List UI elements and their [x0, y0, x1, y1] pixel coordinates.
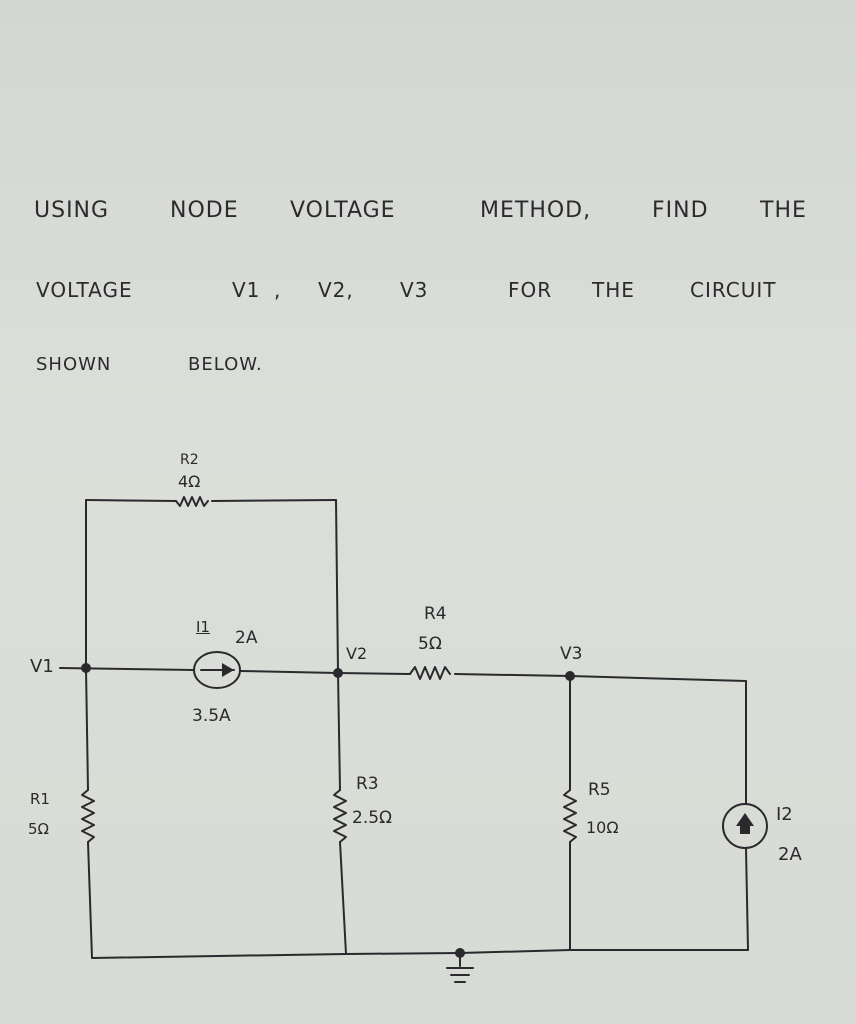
question-word: FIND [652, 198, 709, 223]
question-word: V1 [232, 278, 261, 302]
wire-v1-i1 [59, 667, 195, 671]
wire-top-left [85, 499, 177, 502]
wire-left-lower [85, 667, 89, 791]
resistor-r2-zigzag [175, 496, 209, 507]
node-v3-label: V3 [560, 644, 583, 664]
r1-name-label: R1 [30, 790, 50, 808]
wire-i1-v2 [239, 670, 339, 674]
wire-bottom [91, 949, 749, 959]
i1-arrow-head [222, 663, 234, 677]
question-word: NODE [170, 198, 239, 223]
i2-arrow [736, 813, 754, 834]
node-dot-v3 [565, 671, 575, 681]
resistor-r3-zigzag [333, 789, 347, 843]
wire-r3-bottom [339, 841, 347, 955]
question-word: , [274, 278, 282, 302]
node-dot-v1 [81, 663, 91, 673]
wire-v2-r3 [337, 672, 341, 791]
question-word: BELOW. [188, 354, 263, 375]
node-v1-label: V1 [30, 656, 54, 677]
question-word: USING [34, 198, 110, 223]
r3-value-label: 2.5Ω [352, 808, 393, 828]
wire-r2-down [335, 499, 339, 673]
question-line-2: VOLTAGE V1 , V2, V3 FOR THE CIRCUIT [0, 278, 856, 318]
i1-extra-label: 3.5A [192, 706, 231, 726]
wire-right-lower [745, 847, 749, 951]
question-line-3: SHOWN BELOW. [0, 354, 856, 394]
current-source-i2 [722, 803, 768, 849]
question-word: VOLTAGE [36, 278, 133, 302]
resistor-r5-zigzag [563, 789, 577, 843]
wire-v3-right [569, 675, 747, 682]
question-word: METHOD, [480, 198, 592, 223]
r3-name-label: R3 [356, 774, 379, 794]
wire-top-right [211, 499, 337, 502]
i1-name-label: I1 [196, 618, 210, 636]
i2-value-label: 2A [778, 844, 802, 865]
current-source-i1 [193, 651, 241, 689]
question-word: THE [760, 198, 807, 223]
node-dot-v2 [333, 668, 343, 678]
r4-value-label: 5Ω [418, 634, 442, 654]
r5-value-label: 10Ω [586, 818, 619, 837]
question-line-1: USING NODE VOLTAGE METHOD, FIND THE [0, 198, 856, 238]
resistor-r4-zigzag [409, 666, 451, 680]
question-word: VOLTAGE [290, 198, 396, 223]
wire-r4-v3 [454, 673, 571, 677]
r4-name-label: R4 [424, 604, 447, 624]
question-word: V3 [400, 278, 429, 302]
i2-name-label: I2 [776, 804, 793, 825]
node-v2-label: V2 [346, 644, 368, 663]
i1-value-label: 2A [235, 628, 258, 648]
wire-left-bottom [87, 841, 93, 959]
r2-value-label: 4Ω [178, 472, 201, 491]
node-dot-ground [455, 948, 465, 958]
question-word: V2, [318, 278, 354, 302]
r1-value-label: 5Ω [28, 820, 50, 838]
question-word: SHOWN [36, 354, 112, 375]
question-word: CIRCUIT [690, 278, 777, 302]
wire-v2-r4 [337, 672, 411, 675]
resistor-r1-zigzag [81, 789, 95, 843]
r5-name-label: R5 [588, 780, 611, 800]
r2-name-label: R2 [180, 452, 199, 468]
question-word: FOR [508, 278, 553, 302]
question-word: THE [592, 278, 635, 302]
